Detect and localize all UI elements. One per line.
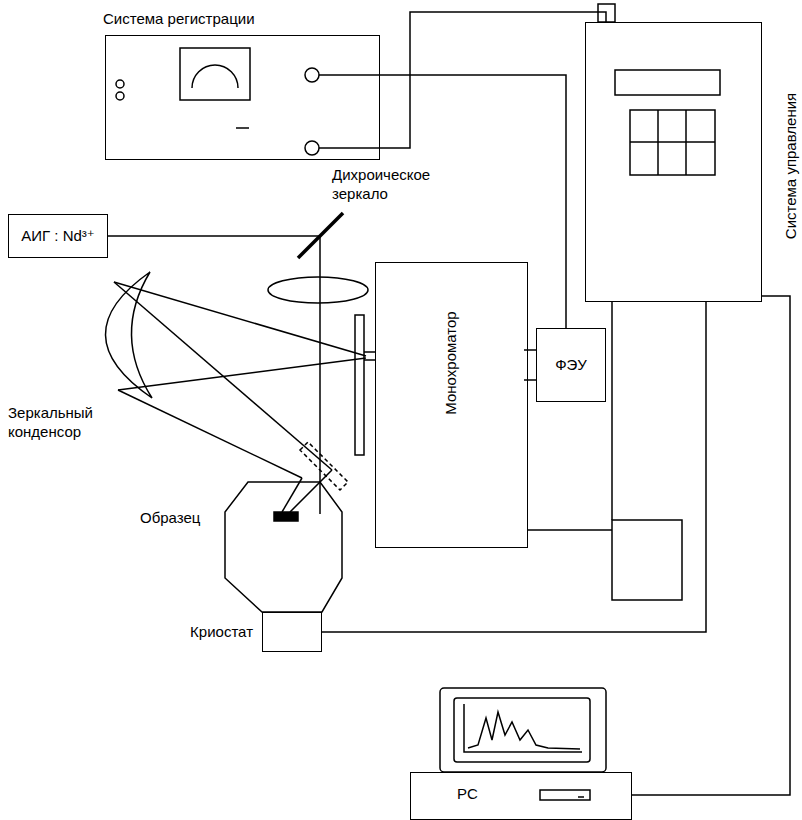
laser-beam — [108, 235, 320, 237]
lens — [268, 277, 368, 303]
sample — [274, 512, 298, 521]
wire — [611, 302, 613, 520]
light-ray — [118, 358, 366, 390]
terminal — [305, 68, 319, 82]
connection-wire — [322, 302, 706, 632]
box-label: ФЭУ — [555, 356, 587, 374]
connection-wire — [380, 75, 566, 328]
screen — [454, 698, 590, 762]
light-ray — [282, 478, 302, 512]
light-ray — [118, 390, 302, 478]
part-label: Образец — [140, 509, 220, 528]
coupling — [524, 379, 536, 381]
connection-wire — [632, 296, 790, 795]
box-heading: Криостат — [190, 623, 253, 641]
entrance-slit — [355, 315, 364, 455]
laser-box: АИГ : Nd³⁺ — [8, 214, 108, 258]
light-ray — [114, 282, 332, 470]
light-ray — [114, 282, 366, 356]
pmt-box: ФЭУ — [536, 328, 606, 402]
wire — [319, 74, 380, 76]
box-label: АИГ : Nd³⁺ — [21, 227, 95, 245]
pc-unit: PC — [410, 772, 632, 820]
folding-mirror — [300, 442, 348, 490]
cryostat-box: Криостат — [262, 612, 322, 652]
connection-wire — [380, 12, 606, 148]
part-label: Дихроическое зеркало — [332, 166, 462, 204]
coupling — [524, 349, 536, 351]
slit-mark — [364, 351, 375, 353]
knob — [116, 92, 124, 100]
box-heading: Система регистрации — [103, 10, 255, 28]
keypad — [630, 110, 715, 175]
meter-scale — [192, 65, 238, 88]
box-label: PC — [457, 785, 478, 803]
box-heading: Система управления — [782, 93, 800, 239]
slit-mark — [364, 359, 375, 361]
registration-box: Система регистрации — [105, 35, 380, 160]
knob — [116, 80, 124, 88]
drive-led — [578, 796, 584, 798]
cryostat-head — [225, 482, 342, 612]
graph-axes — [464, 704, 582, 752]
control-box: Система управления — [585, 22, 762, 302]
display — [615, 70, 720, 95]
keypad-line — [630, 141, 715, 143]
monitor — [440, 688, 606, 772]
meter-mark — [236, 127, 249, 129]
dichroic-mirror — [298, 213, 343, 258]
wire — [319, 147, 380, 149]
disk-drive — [540, 790, 590, 800]
drive-box — [612, 520, 682, 600]
box-label: Монохроматор — [442, 311, 460, 414]
terminal — [305, 141, 319, 155]
wire — [528, 529, 612, 531]
monochromator-box: Монохроматор — [375, 262, 528, 548]
meter — [180, 48, 250, 100]
graph-line — [468, 712, 580, 749]
part-label: Зеркальный конденсор — [8, 404, 128, 442]
